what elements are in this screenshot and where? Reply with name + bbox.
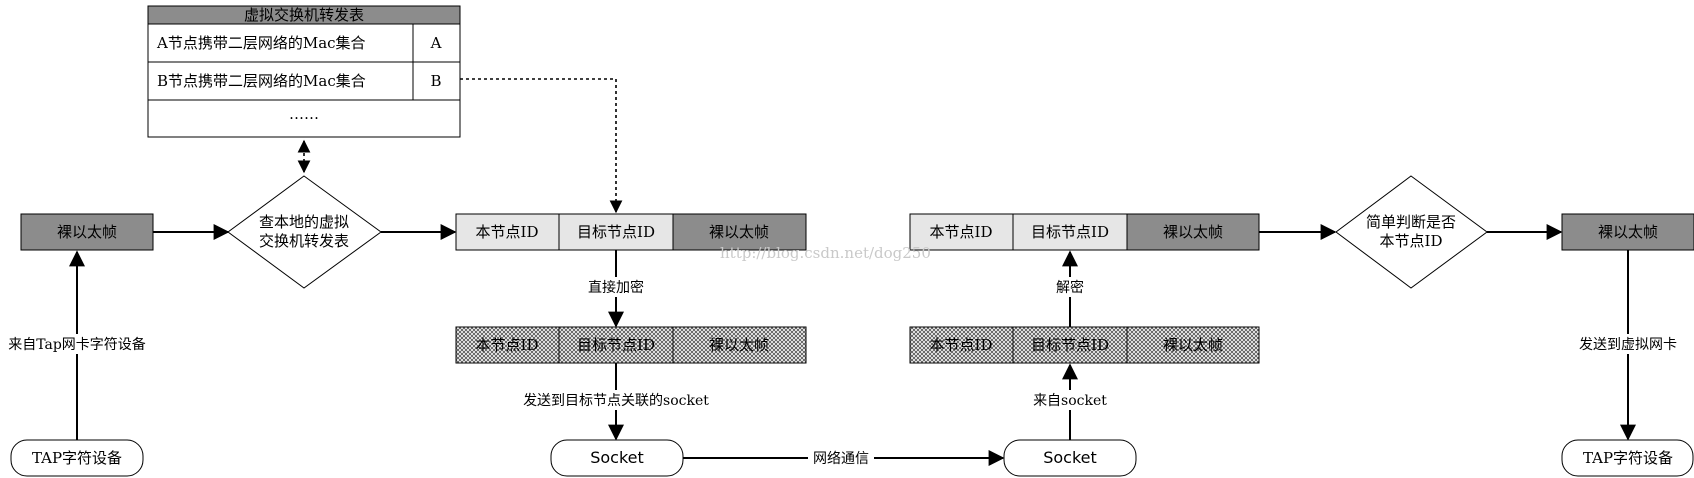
send-socket-label: 发送到目标节点关联的socket xyxy=(523,393,709,409)
send-enc-src-id: 本节点ID xyxy=(476,336,539,354)
table-more-rows: …… xyxy=(289,105,319,123)
encrypt-label: 直接加密 xyxy=(588,279,644,296)
recv-packet-src-id: 本节点ID xyxy=(930,223,993,241)
left-frame-label: 裸以太帧 xyxy=(57,223,117,241)
recv-enc-dst-id: 目标节点ID xyxy=(1031,336,1109,354)
send-enc-dst-id: 目标节点ID xyxy=(577,336,655,354)
right-send-label: 发送到虚拟网卡 xyxy=(1579,337,1677,353)
send-packet-src-id: 本节点ID xyxy=(476,223,539,241)
forwarding-table-body xyxy=(147,23,461,138)
table-row-a-desc: A节点携带二层网络的Mac集合 xyxy=(156,34,366,52)
check-line1: 简单判断是否 xyxy=(1366,213,1456,231)
send-packet-frame: 裸以太帧 xyxy=(709,223,769,241)
socket-right-label: Socket xyxy=(1043,448,1097,467)
recv-enc-src-id: 本节点ID xyxy=(930,336,993,354)
recv-packet-frame: 裸以太帧 xyxy=(1163,223,1223,241)
socket-left-label: Socket xyxy=(590,448,644,467)
decrypt-label: 解密 xyxy=(1056,279,1084,296)
send-packet-dst-id: 目标节点ID xyxy=(577,223,655,241)
dotted-arrow-table-to-packet xyxy=(460,78,623,214)
left-frame-box xyxy=(20,213,154,251)
right-tap-device xyxy=(1561,439,1694,477)
table-row-a-node: A xyxy=(430,34,442,52)
recv-packet-dst-id: 目标节点ID xyxy=(1031,223,1109,241)
forwarding-table: 虚拟交换机转发表 A节点携带二层网络的Mac集合 A B节点携带二层网络的Mac… xyxy=(147,5,461,138)
right-frame-label: 裸以太帧 xyxy=(1598,223,1658,241)
send-encrypted-packet: 本节点ID 目标节点ID 裸以太帧 xyxy=(455,326,807,364)
forwarding-table-title: 虚拟交换机转发表 xyxy=(244,6,364,24)
table-row-b-node: B xyxy=(430,72,441,90)
lookup-line1: 查本地的虚拟 xyxy=(259,213,349,231)
left-source-label: 来自Tap网卡字符设备 xyxy=(8,336,146,353)
watermark: http://blog.csdn.net/dog250 xyxy=(720,244,931,262)
recv-encrypted-packet: 本节点ID 目标节点ID 裸以太帧 xyxy=(909,326,1260,364)
left-tap-label: TAP字符设备 xyxy=(32,449,122,467)
right-tap-label: TAP字符设备 xyxy=(1583,449,1673,467)
check-diamond xyxy=(1335,175,1488,289)
lookup-line2: 交换机转发表 xyxy=(259,232,349,250)
network-label: 网络通信 xyxy=(813,451,869,467)
from-socket-label: 来自socket xyxy=(1033,393,1107,409)
recv-packet: 本节点ID 目标节点ID 裸以太帧 xyxy=(909,213,1260,251)
check-line2: 本节点ID xyxy=(1380,232,1443,250)
send-enc-frame: 裸以太帧 xyxy=(709,336,769,354)
recv-enc-frame: 裸以太帧 xyxy=(1163,336,1223,354)
send-packet: 本节点ID 目标节点ID 裸以太帧 xyxy=(455,213,807,251)
table-row-b-desc: B节点携带二层网络的Mac集合 xyxy=(157,72,366,90)
lookup-diamond xyxy=(227,175,382,289)
